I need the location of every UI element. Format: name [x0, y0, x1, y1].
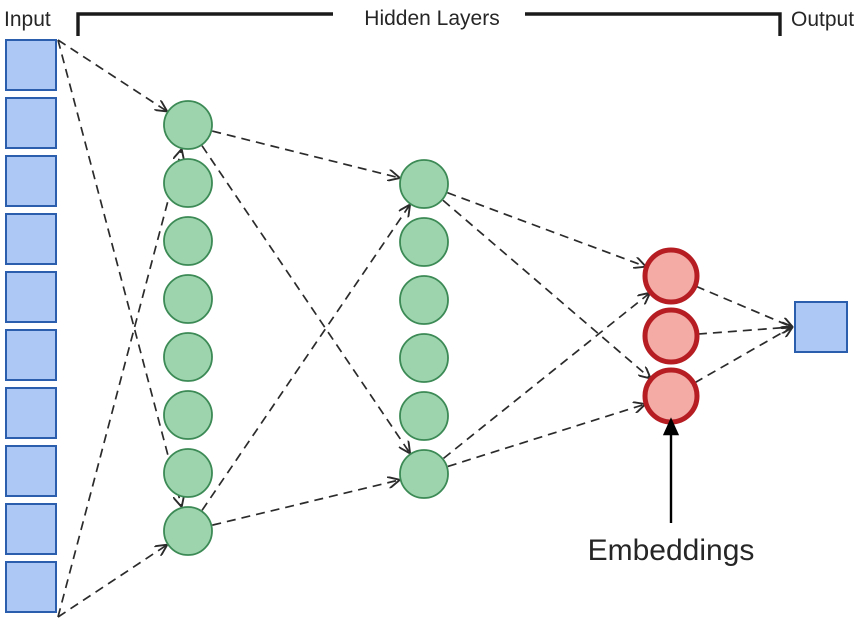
input-node: [5, 97, 57, 149]
connection-edge: [442, 294, 650, 460]
hidden-layer-2: [399, 159, 449, 499]
input-label: Input: [4, 8, 51, 31]
embedding-layer: [642, 247, 700, 425]
hidden-node: [163, 506, 213, 556]
input-node: [5, 329, 57, 381]
connection-edge: [212, 130, 399, 178]
hidden-node: [399, 275, 449, 325]
connection-edge: [57, 545, 166, 618]
hidden-node: [399, 391, 449, 441]
connection-edge: [201, 145, 409, 453]
hidden-node: [163, 448, 213, 498]
output-label: Output: [791, 8, 854, 31]
hidden-node: [399, 159, 449, 209]
embeddings-label: Embeddings: [588, 534, 755, 567]
connection-edge: [447, 191, 644, 267]
connection-edge: [57, 39, 181, 506]
embedding-node: [642, 247, 700, 305]
bracket-right-arm: [525, 12, 782, 36]
connection-edge: [57, 39, 166, 111]
hidden-node: [399, 449, 449, 499]
input-layer: [5, 39, 57, 613]
embedding-node: [642, 367, 700, 425]
input-node: [5, 155, 57, 207]
connection-edge: [442, 199, 650, 377]
hidden-node: [163, 390, 213, 440]
connection-edges: [57, 39, 792, 618]
input-node: [5, 271, 57, 323]
hidden-node: [163, 216, 213, 266]
output-layer: [794, 301, 848, 353]
connection-edge: [694, 327, 792, 384]
embedding-node: [642, 307, 700, 365]
hidden-layer-1: [163, 100, 213, 556]
hidden-node: [163, 332, 213, 382]
hidden-node: [399, 333, 449, 383]
connection-edge: [695, 285, 792, 327]
hidden-layers-label: Hidden Layers: [364, 7, 499, 30]
hidden-node: [163, 274, 213, 324]
connection-edge: [697, 327, 792, 335]
input-node: [5, 387, 57, 439]
connection-edge: [201, 205, 409, 511]
input-node: [5, 561, 57, 613]
input-node: [5, 503, 57, 555]
input-node: [5, 39, 57, 91]
input-node: [5, 445, 57, 497]
input-node: [5, 213, 57, 265]
connection-edge: [447, 404, 644, 468]
hidden-layers-bracket: [76, 12, 782, 36]
connection-edge: [57, 150, 181, 618]
output-node: [794, 301, 848, 353]
hidden-node: [163, 100, 213, 150]
hidden-node: [399, 217, 449, 267]
connection-edge: [212, 480, 398, 526]
hidden-node: [163, 158, 213, 208]
bracket-left-arm: [76, 12, 333, 36]
